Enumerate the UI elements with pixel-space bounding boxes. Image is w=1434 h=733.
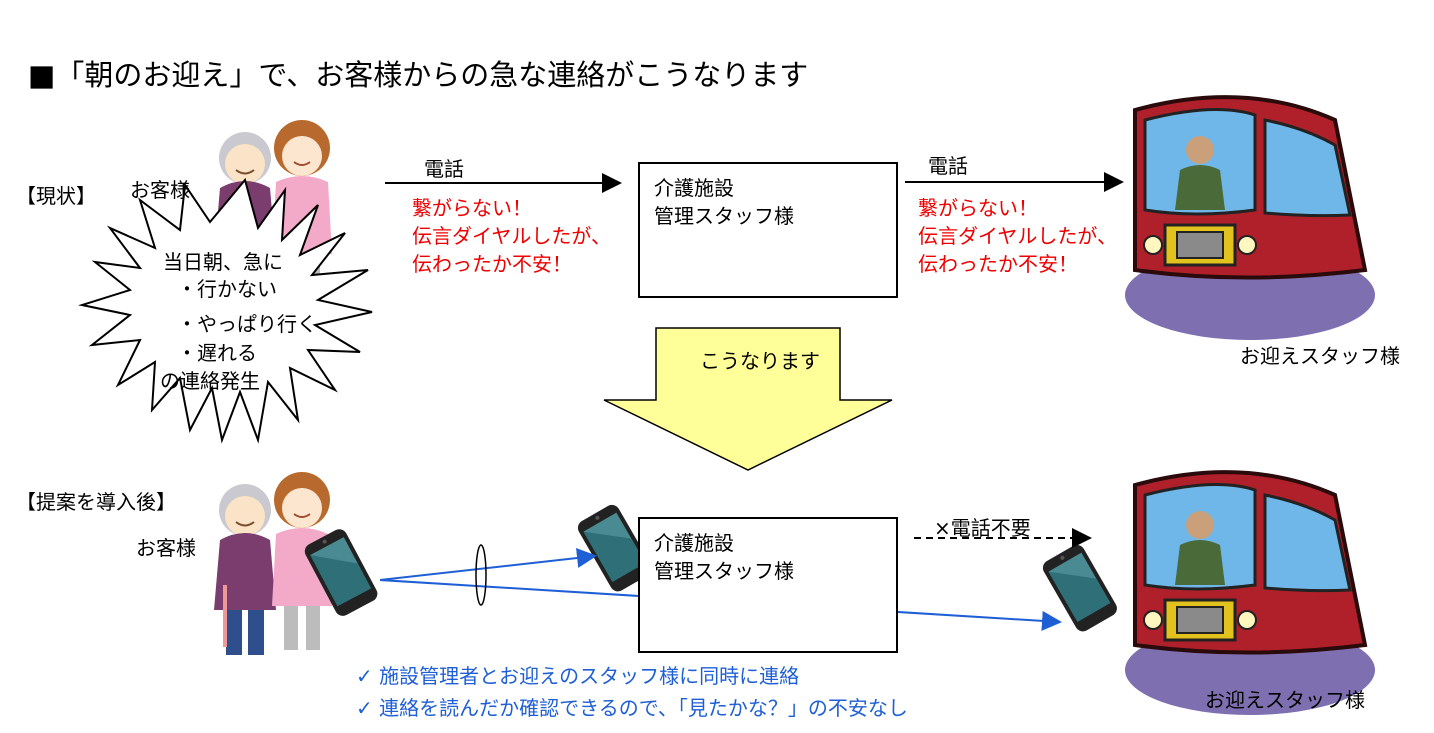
facility-line-2: 管理スタッフ様 (654, 559, 794, 583)
problem-1-line-2: 伝言ダイヤルしたが、 (412, 224, 611, 248)
customer-label: お客様 (130, 178, 190, 202)
burst-line-1: 当日朝、急に (163, 250, 283, 274)
phone-label-1: 電話 (424, 157, 464, 181)
driver-label-current: お迎えスタッフ様 (1240, 344, 1400, 368)
burst-line-4: ・遅れる (177, 341, 257, 365)
burst-line-3: ・やっぱり行く (177, 312, 317, 336)
transition-arrow (603, 327, 893, 471)
transition-label: こうなります (700, 349, 820, 373)
benefit-1: ✓ 施設管理者とお迎えのスタッフ様に同時に連絡 (356, 664, 800, 688)
section-label-proposal: 【提案を導入後】 (16, 490, 176, 514)
facility-line-1: 介護施設 (654, 531, 734, 555)
alert-burst-shape (78, 177, 373, 444)
problem-text-1: 繋がらない！ 伝言ダイヤルしたが、 伝わったか不安！ (412, 194, 611, 278)
problem-1-line-3: 伝わったか不安！ (412, 252, 572, 276)
burst-line-2: ・行かない (177, 277, 277, 301)
problem-2-line-2: 伝言ダイヤルしたが、 (918, 224, 1117, 248)
smartphone-icon (1040, 542, 1120, 635)
problem-2-line-1: 繋がらない！ (918, 196, 1038, 220)
customer-label-proposal: お客様 (136, 536, 196, 560)
burst-line-5: の連絡発生 (160, 369, 260, 393)
facility-box-current: 介護施設 管理スタッフ様 (638, 162, 898, 298)
no-phone-label: ×電話不要 (934, 516, 1031, 540)
facility-line-1: 介護施設 (654, 176, 734, 200)
section-label-current: 【現状】 (16, 184, 96, 208)
problem-1-line-1: 繋がらない！ (412, 196, 532, 220)
phone-label-2: 電話 (928, 154, 968, 178)
facility-line-2: 管理スタッフ様 (654, 204, 794, 228)
bus-driver-icon (1123, 95, 1377, 342)
facility-box-proposal: 介護施設 管理スタッフ様 (638, 517, 898, 653)
bus-driver-icon (1123, 470, 1377, 717)
page-title: ■「朝のお迎え」で、お客様からの急な連絡がこうなります (28, 58, 809, 92)
driver-label-proposal: お迎えスタッフ様 (1205, 688, 1365, 712)
problem-text-2: 繋がらない！ 伝言ダイヤルしたが、 伝わったか不安！ (918, 194, 1117, 278)
problem-2-line-3: 伝わったか不安！ (918, 252, 1078, 276)
benefit-2: ✓ 連絡を読んだか確認できるので、「見たかな？」の不安なし (356, 696, 908, 720)
